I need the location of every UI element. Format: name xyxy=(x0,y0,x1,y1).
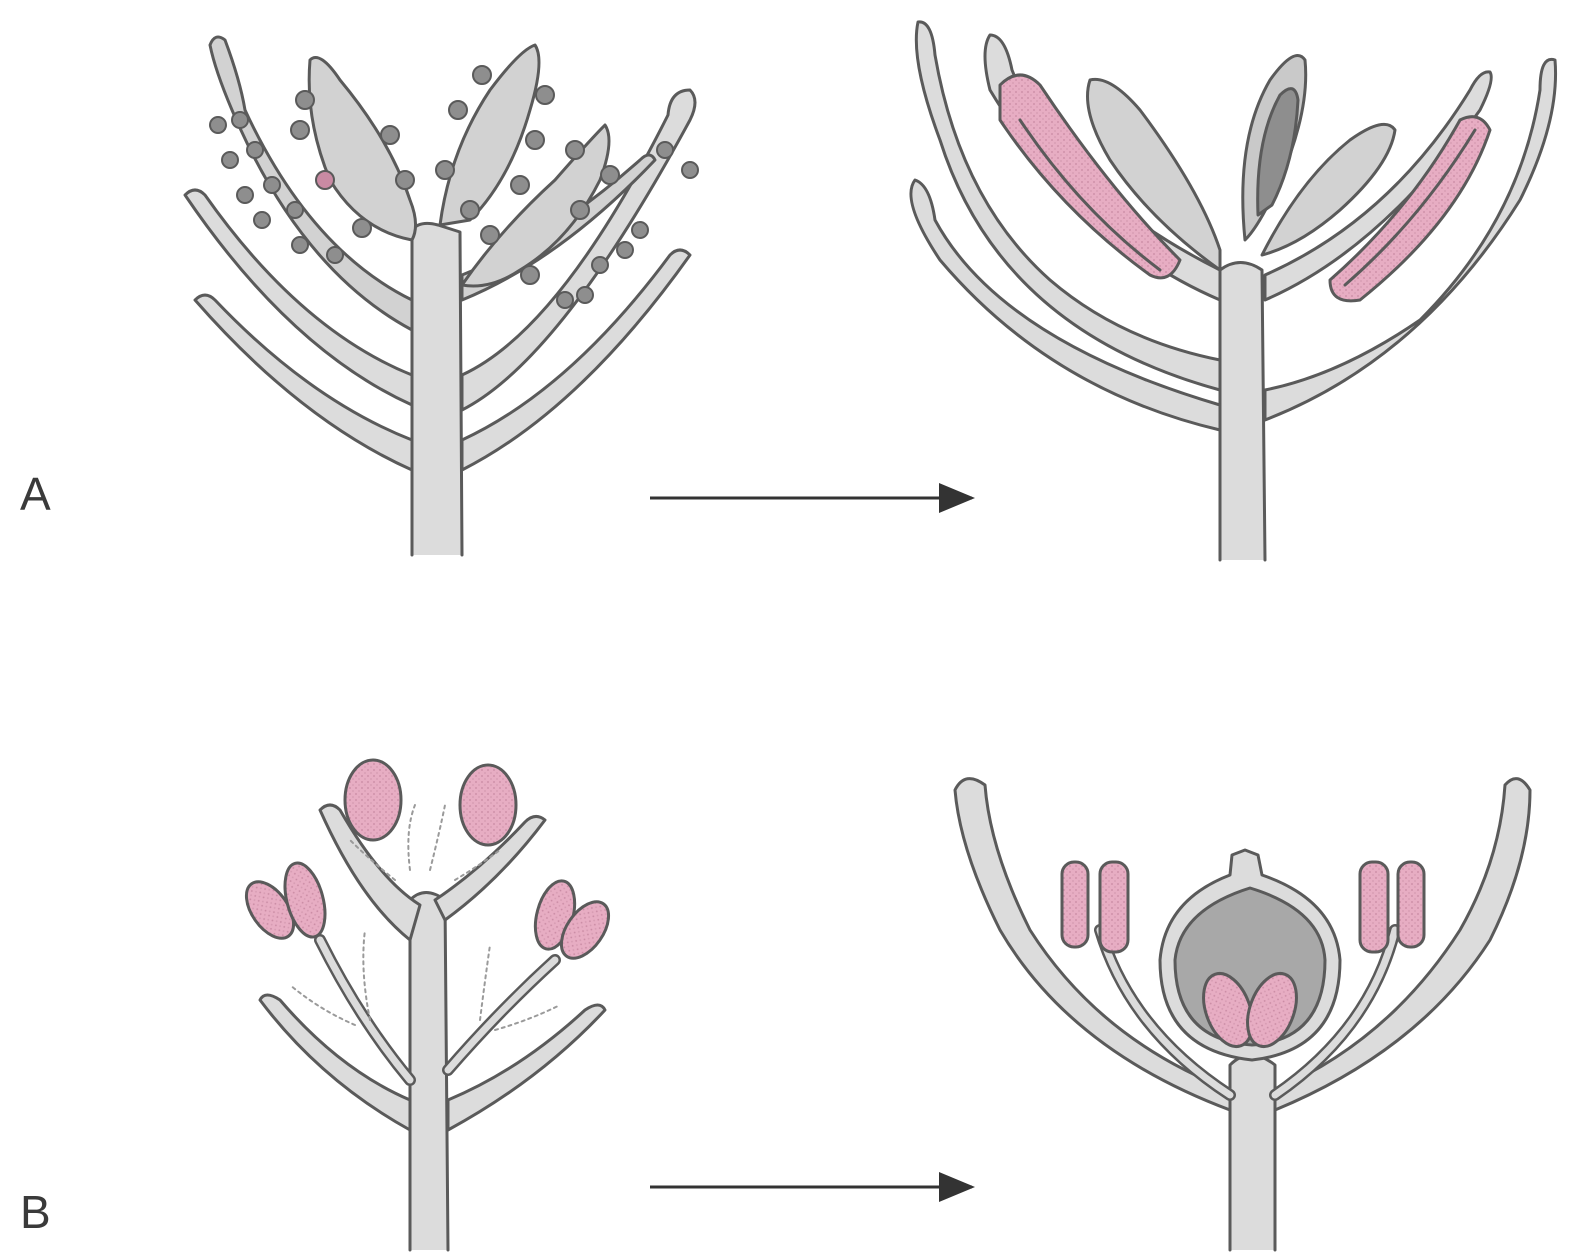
panel-label-b: B xyxy=(20,1186,51,1238)
panel-label-a: A xyxy=(20,468,51,520)
panel-b-sporangium xyxy=(345,760,401,840)
panel-b-anther xyxy=(1360,862,1388,952)
panel-b-right-stem xyxy=(1230,1055,1275,1250)
panel-b-derived-structure xyxy=(955,779,1530,1250)
panel-b-anther xyxy=(1100,862,1128,952)
panel-a-derived-structure xyxy=(911,22,1556,560)
panel-a-leaf xyxy=(309,58,415,241)
panel-a-left-stem xyxy=(412,223,462,555)
panel-b-anther xyxy=(1398,862,1424,947)
panel-b-ancestral-branch-system xyxy=(237,760,618,1250)
panel-b-sporangium xyxy=(460,765,516,845)
panel-b-right-branch xyxy=(448,1005,605,1130)
panel-b-anther xyxy=(1062,862,1088,947)
panel-a-right-stem xyxy=(1220,263,1265,561)
panel-a-ancestral-branch-system xyxy=(185,37,698,555)
